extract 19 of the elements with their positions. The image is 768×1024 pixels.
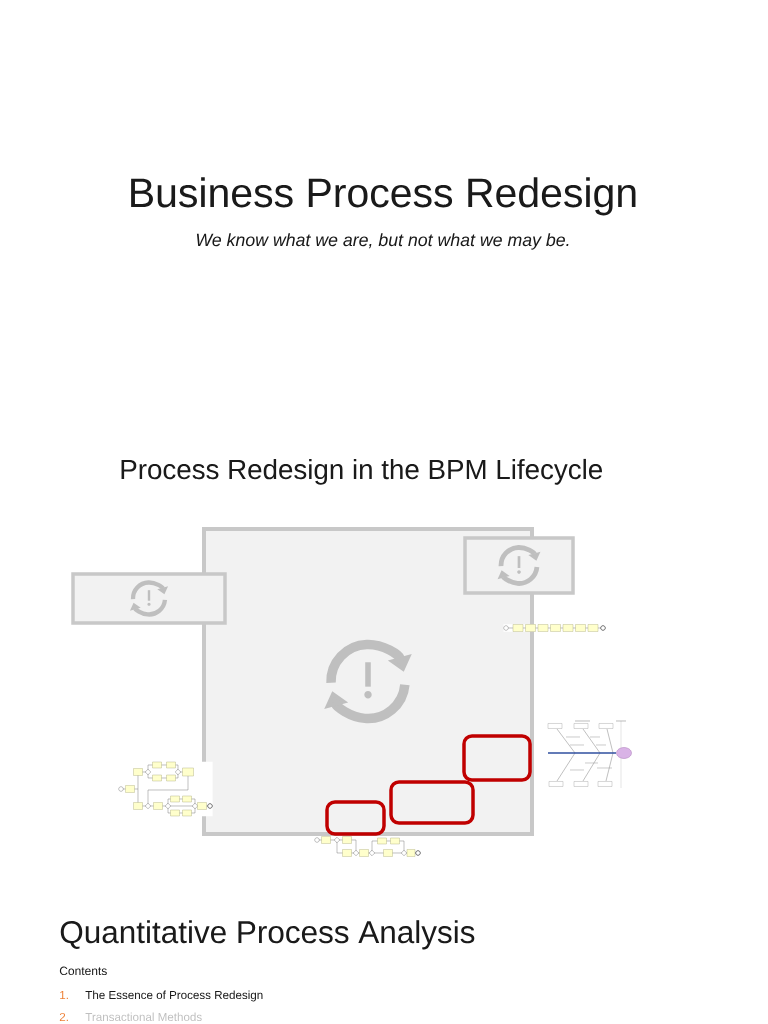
fishbone-diagram-drawing [547,720,632,789]
highlight-box [389,780,475,825]
section-heading: Process Redesign in the BPM Lifecycle [121,458,602,485]
section-heading: Quantitative Process Analysis [60,920,475,950]
lifecycle-box [202,527,534,836]
process-model-drawing [118,761,213,817]
phase-box [71,572,227,625]
highlight-box [325,800,386,836]
title: Business Process Redesign [131,177,636,216]
list-item: The Essence of Process Redesign [85,990,263,1002]
highlight-box [462,734,532,782]
list-item: Transactional Methods [85,1012,202,1022]
list-number: 1. [60,991,68,999]
process-model-drawing [314,836,421,857]
contents-heading: Contents [59,966,107,976]
phase-box [463,536,575,595]
process-model-drawing [503,624,606,632]
list-number: 2. [59,1012,68,1021]
subtitle: We know what we are, but not what we may be. [196,233,569,250]
